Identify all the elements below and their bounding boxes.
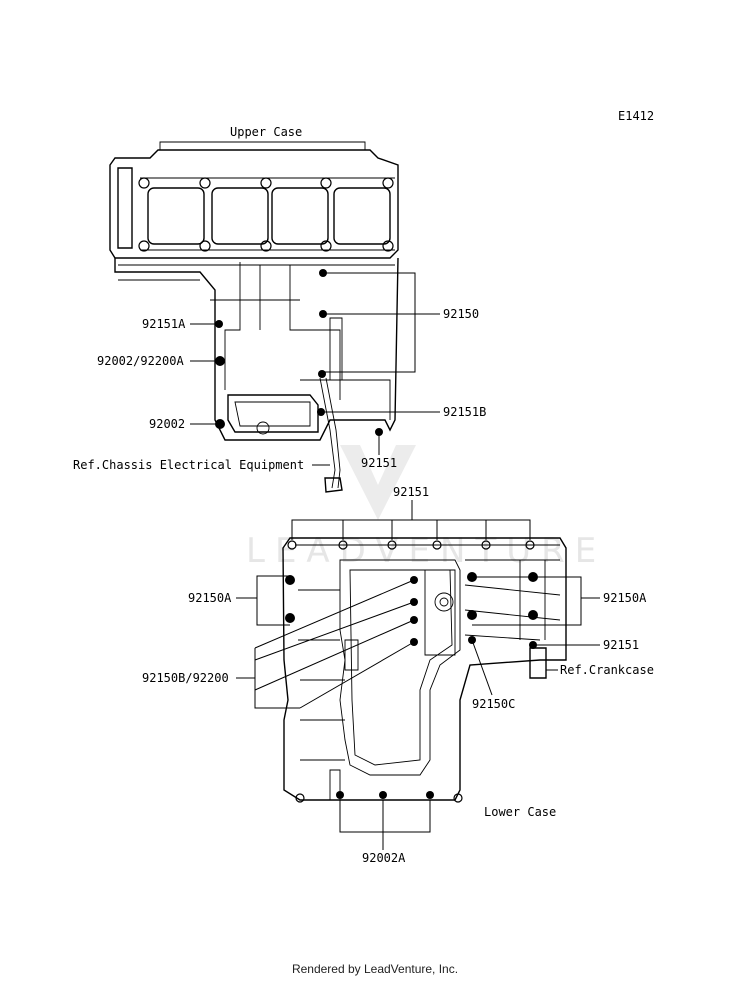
callout-92150: 92150 bbox=[443, 307, 479, 321]
lower-leaders bbox=[236, 500, 600, 850]
callout-92002A: 92002A bbox=[362, 851, 406, 865]
upper-case-drawing bbox=[109, 141, 399, 493]
callout-92151-upper: 92151 bbox=[361, 456, 397, 470]
callout-92002-92200A: 92002/92200A bbox=[97, 354, 184, 368]
callout-92150A-left: 92150A bbox=[188, 591, 232, 605]
callout-92150C: 92150C bbox=[472, 697, 515, 711]
callout-92150B-92200: 92150B/92200 bbox=[142, 671, 229, 685]
callout-92151B: 92151B bbox=[443, 405, 486, 419]
watermark-text: LEADVENTURE bbox=[246, 531, 606, 571]
upper-leaders bbox=[190, 272, 440, 466]
callout-92151A: 92151A bbox=[142, 317, 186, 331]
lower-case-title: Lower Case bbox=[484, 805, 556, 819]
lower-case-drawing bbox=[282, 537, 567, 803]
callout-92150A-right: 92150A bbox=[603, 591, 647, 605]
diagram-code: E1412 bbox=[618, 109, 654, 123]
upper-case-title: Upper Case bbox=[230, 125, 302, 139]
callout-92151-right: 92151 bbox=[603, 638, 639, 652]
ref-crankcase: Ref.Crankcase bbox=[560, 663, 654, 677]
ref-chassis-electrical: Ref.Chassis Electrical Equipment bbox=[73, 458, 304, 472]
footer-credit: Rendered by LeadVenture, Inc. bbox=[291, 962, 459, 976]
callout-92002: 92002 bbox=[149, 417, 185, 431]
callout-92151-top: 92151 bbox=[393, 485, 429, 499]
